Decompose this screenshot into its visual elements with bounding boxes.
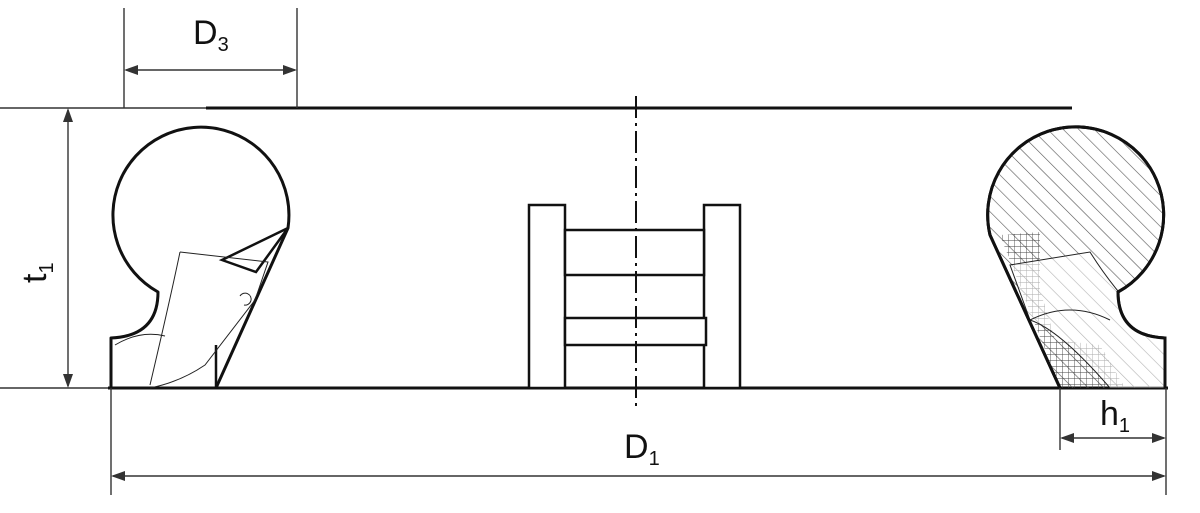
t1-label: t1 xyxy=(16,262,58,283)
dimension-d3 xyxy=(123,8,298,108)
d1-label: D1 xyxy=(624,428,660,470)
right-section xyxy=(987,126,1165,388)
left-insert xyxy=(114,226,290,389)
dimension-d1 xyxy=(110,388,1166,495)
right-section-outline xyxy=(986,125,1167,389)
dimension-h1 xyxy=(1059,388,1167,495)
h1-label: h1 xyxy=(1100,395,1130,437)
center-ladder xyxy=(527,203,742,390)
d3-label: D3 xyxy=(193,14,229,56)
dimension-t1 xyxy=(0,107,206,389)
